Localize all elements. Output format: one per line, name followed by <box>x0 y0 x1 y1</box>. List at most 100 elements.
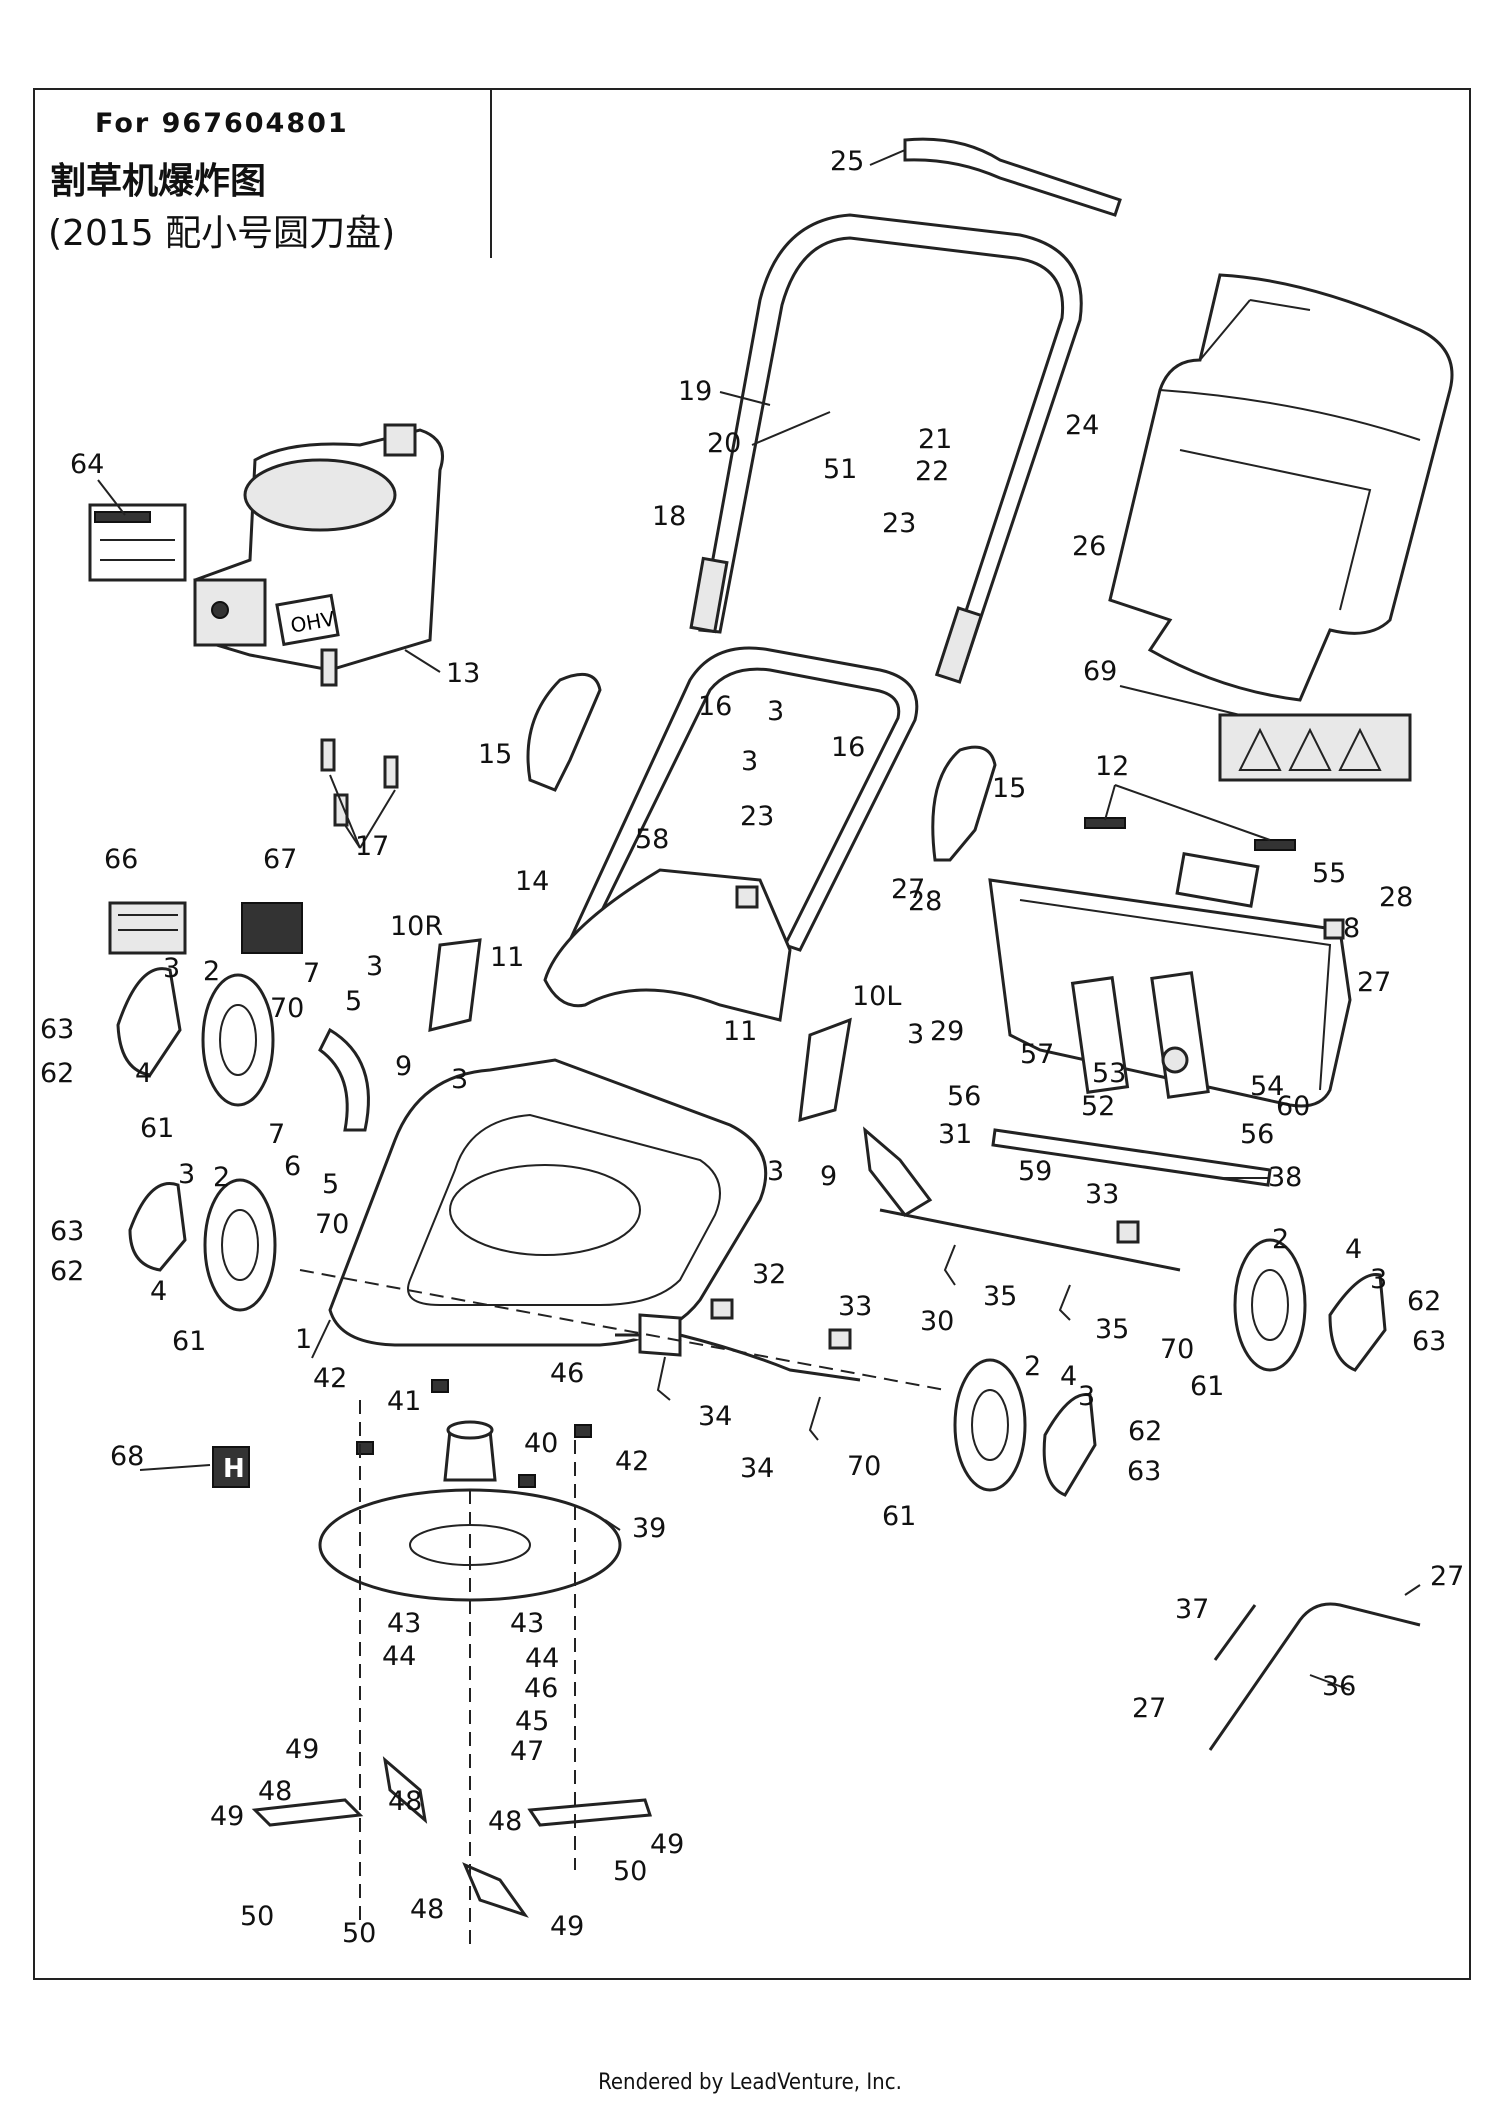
callout-c27d[interactable]: 27 <box>1132 1693 1166 1724</box>
callout-c16a[interactable]: 16 <box>698 691 732 722</box>
callout-c24[interactable]: 24 <box>1065 410 1099 441</box>
callout-c66[interactable]: 66 <box>104 844 138 875</box>
warning-label-66-part[interactable] <box>108 901 187 955</box>
callout-c48c[interactable]: 48 <box>488 1806 522 1837</box>
blade-1-part[interactable] <box>251 1798 364 1827</box>
warning-label-67-part[interactable] <box>241 902 303 954</box>
torsion-spring-right-part[interactable] <box>1254 839 1296 851</box>
callout-c3b[interactable]: 3 <box>767 696 784 727</box>
callout-c7b[interactable]: 7 <box>268 1119 285 1150</box>
callout-c51[interactable]: 51 <box>823 454 857 485</box>
callout-c53[interactable]: 53 <box>1092 1058 1126 1089</box>
callout-c4a[interactable]: 4 <box>135 1058 152 1089</box>
callout-c49b[interactable]: 49 <box>210 1801 244 1832</box>
callout-c46a[interactable]: 46 <box>550 1358 584 1389</box>
callout-c61d[interactable]: 61 <box>882 1501 916 1532</box>
callout-c27a[interactable]: 27 <box>891 874 925 905</box>
callout-c64[interactable]: 64 <box>70 449 104 480</box>
wheel-rear-right-part[interactable] <box>953 1358 1097 1497</box>
callout-c70a[interactable]: 70 <box>270 993 304 1024</box>
callout-c36[interactable]: 36 <box>1322 1671 1356 1702</box>
mower-deck-part[interactable] <box>328 1058 768 1347</box>
callout-c58[interactable]: 58 <box>635 824 669 855</box>
clip-34-right-part[interactable] <box>808 1396 821 1441</box>
callout-c35a[interactable]: 35 <box>983 1281 1017 1312</box>
callout-c56a[interactable]: 56 <box>947 1081 981 1112</box>
callout-c27b[interactable]: 27 <box>1357 967 1391 998</box>
callout-c9a[interactable]: 9 <box>395 1051 412 1082</box>
callout-c30[interactable]: 30 <box>920 1306 954 1337</box>
side-plate-left-part[interactable] <box>798 1017 852 1123</box>
callout-c47[interactable]: 47 <box>510 1736 544 1767</box>
callout-c60[interactable]: 60 <box>1276 1091 1310 1122</box>
bolt-17-set-part[interactable] <box>320 738 399 827</box>
callout-c11a[interactable]: 11 <box>490 942 524 973</box>
wheel-front-left-part[interactable] <box>128 1178 277 1312</box>
callout-c49d[interactable]: 49 <box>550 1911 584 1942</box>
callout-c10R[interactable]: 10R <box>390 911 443 942</box>
callout-c70d[interactable]: 70 <box>847 1451 881 1482</box>
callout-c3d[interactable]: 3 <box>163 953 180 984</box>
callout-c41[interactable]: 41 <box>387 1386 421 1417</box>
callout-c26[interactable]: 26 <box>1072 531 1106 562</box>
handle-bracket-right-part[interactable] <box>931 745 997 862</box>
grass-bag-part[interactable] <box>1108 273 1454 702</box>
callout-c2c[interactable]: 2 <box>1272 1224 1289 1255</box>
callout-c13[interactable]: 13 <box>446 658 480 689</box>
blade-4-part[interactable] <box>462 1862 529 1918</box>
callout-c3a[interactable]: 3 <box>741 746 758 777</box>
blade-2-part[interactable] <box>382 1756 428 1824</box>
callout-c28a[interactable]: 28 <box>1379 882 1413 913</box>
callout-c62a[interactable]: 62 <box>40 1058 74 1089</box>
callout-c2a[interactable]: 2 <box>203 956 220 987</box>
callout-c31[interactable]: 31 <box>938 1119 972 1150</box>
callout-c61c[interactable]: 61 <box>1190 1371 1224 1402</box>
callout-c29[interactable]: 29 <box>930 1016 964 1047</box>
callout-c46b[interactable]: 46 <box>524 1673 558 1704</box>
callout-c35b[interactable]: 35 <box>1095 1314 1129 1345</box>
callout-c70b[interactable]: 70 <box>315 1209 349 1240</box>
callout-c34b[interactable]: 34 <box>740 1453 774 1484</box>
callout-c69[interactable]: 69 <box>1083 656 1117 687</box>
callout-c15b[interactable]: 15 <box>992 773 1026 804</box>
callout-c43b[interactable]: 43 <box>510 1608 544 1639</box>
callout-c55[interactable]: 55 <box>1312 858 1346 889</box>
handle-bracket-left-part[interactable] <box>526 672 602 792</box>
callout-c52[interactable]: 52 <box>1081 1091 1115 1122</box>
callout-c17[interactable]: 17 <box>355 831 389 862</box>
callout-c50a[interactable]: 50 <box>613 1856 647 1887</box>
wheel-rear-left-part[interactable] <box>116 967 275 1107</box>
callout-c4c[interactable]: 4 <box>150 1276 167 1307</box>
callout-c62d[interactable]: 62 <box>1128 1416 1162 1447</box>
callout-c44a[interactable]: 44 <box>382 1641 416 1672</box>
callout-c22[interactable]: 22 <box>915 456 949 487</box>
callout-c11b[interactable]: 11 <box>723 1016 757 1047</box>
warning-label-69-part[interactable] <box>1218 713 1412 782</box>
callout-c48a[interactable]: 48 <box>258 1776 292 1807</box>
callout-c3i[interactable]: 3 <box>1370 1264 1387 1295</box>
front-axle-part[interactable] <box>615 1313 861 1382</box>
callout-c3j[interactable]: 3 <box>1078 1381 1095 1412</box>
callout-c6[interactable]: 6 <box>284 1151 301 1182</box>
callout-c70c[interactable]: 70 <box>1160 1334 1194 1365</box>
clip-34-left-part[interactable] <box>656 1356 671 1401</box>
engine-part[interactable]: OHV <box>193 423 444 687</box>
blade-3-part[interactable] <box>527 1798 653 1827</box>
callout-c5a[interactable]: 5 <box>345 986 362 1017</box>
callout-c3g[interactable]: 3 <box>767 1156 784 1187</box>
callout-c61a[interactable]: 61 <box>140 1113 174 1144</box>
callout-c63c[interactable]: 63 <box>1412 1326 1446 1357</box>
callout-c3f[interactable]: 3 <box>451 1064 468 1095</box>
callout-c32[interactable]: 32 <box>752 1259 786 1290</box>
callout-c28b[interactable]: 28 <box>908 886 942 917</box>
callout-c23b[interactable]: 23 <box>740 801 774 832</box>
upper-handle-part[interactable] <box>689 213 1083 684</box>
callout-c63a[interactable]: 63 <box>40 1014 74 1045</box>
height-rack-part[interactable] <box>318 1027 370 1132</box>
callout-c2d[interactable]: 2 <box>1024 1351 1041 1382</box>
callout-c59[interactable]: 59 <box>1018 1156 1052 1187</box>
nut-42-set-part[interactable] <box>356 1379 592 1488</box>
callout-c33b[interactable]: 33 <box>838 1291 872 1322</box>
mulch-plug-part[interactable] <box>543 868 792 1022</box>
callout-c43a[interactable]: 43 <box>387 1608 421 1639</box>
